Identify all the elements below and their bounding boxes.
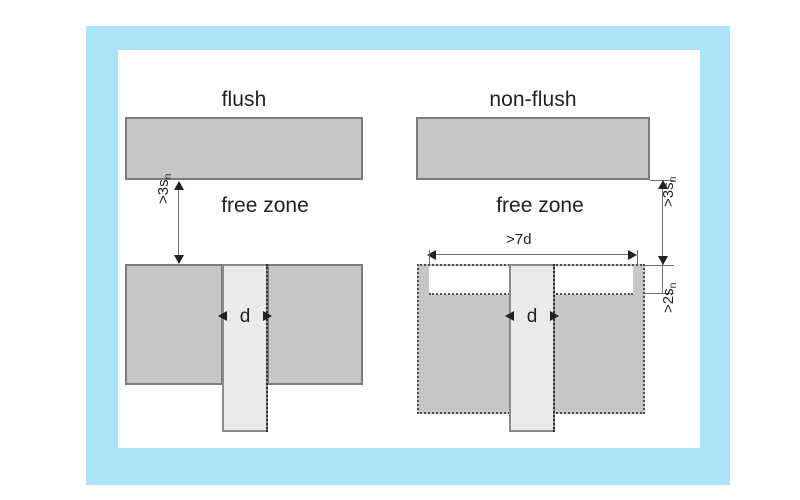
right-sensor-dotted-edge xyxy=(553,264,555,432)
left-clearance-dim-line xyxy=(178,182,179,263)
right-pocket-arrow-right xyxy=(628,250,637,260)
left-upper-bar xyxy=(125,117,363,180)
left-clearance-subscript: n xyxy=(162,173,174,180)
right-clearance-arrow-down xyxy=(658,256,668,265)
caption-non-flush: non-flush xyxy=(489,88,577,111)
right-pocket-dim-line xyxy=(430,254,635,255)
right-pocket-ext-left xyxy=(429,250,430,268)
left-free-zone-label: free zone xyxy=(221,194,309,217)
right-clearance-ext-bottom xyxy=(645,265,674,266)
caption-flush: flush xyxy=(221,88,267,111)
right-clearance-dim-line xyxy=(662,182,663,265)
right-pocket-arrow-left xyxy=(427,250,436,260)
right-diameter-arrow-left xyxy=(505,311,514,321)
right-sensor-body xyxy=(509,264,555,432)
left-body-right-half xyxy=(267,264,363,385)
right-clearance-label: >3sn xyxy=(660,176,679,207)
left-sensor-body xyxy=(222,264,268,432)
right-side-clearance-prefix: >2s xyxy=(660,288,677,313)
right-diameter-label: d xyxy=(526,306,538,327)
left-clearance-arrow-down xyxy=(174,255,184,264)
right-side-clearance-dim-line xyxy=(662,266,663,294)
right-upper-bar xyxy=(416,117,650,180)
right-free-zone-label: free zone xyxy=(496,194,584,217)
left-diameter-label: d xyxy=(239,306,251,327)
right-clearance-subscript: n xyxy=(667,176,679,183)
right-pocket-ext-right xyxy=(637,250,638,268)
left-diameter-arrow-right xyxy=(263,311,272,321)
left-clearance-prefix: >3s xyxy=(155,179,172,204)
left-diameter-arrow-left xyxy=(218,311,227,321)
right-diameter-arrow-right xyxy=(550,311,559,321)
left-sensor-dotted-edge xyxy=(266,264,268,432)
right-side-clearance-label: >2sn xyxy=(660,282,679,313)
right-side-clearance-ext xyxy=(645,293,674,294)
left-clearance-arrow-up xyxy=(174,181,184,190)
right-side-clearance-subscript: n xyxy=(667,282,679,289)
right-clearance-arrow-up xyxy=(658,180,668,189)
right-pocket-width-label: >7d xyxy=(506,231,532,248)
left-body-left-half xyxy=(125,264,223,385)
left-clearance-label: >3sn xyxy=(155,173,174,204)
right-clearance-prefix: >3s xyxy=(660,182,677,207)
